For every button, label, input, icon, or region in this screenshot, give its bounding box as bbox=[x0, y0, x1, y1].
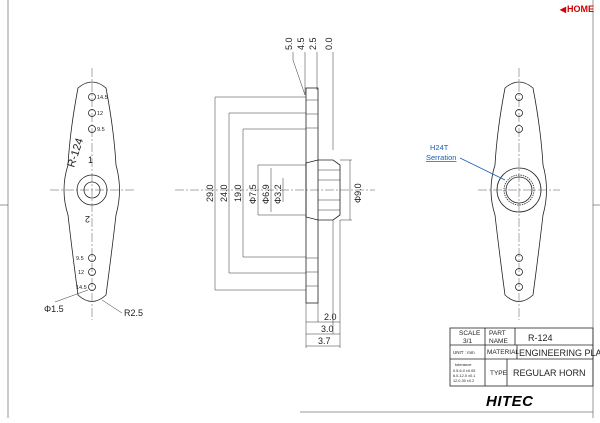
back-hole-bottom-2 bbox=[515, 268, 523, 276]
hole-label-top-1: 14.5 bbox=[97, 95, 108, 101]
serration-ring bbox=[503, 174, 535, 206]
hub-outer-circle bbox=[76, 174, 108, 206]
tolerance-line-1: 0.5-6.0 ±0.05 bbox=[453, 369, 475, 373]
title-block-frame bbox=[449, 327, 594, 387]
arm-profile bbox=[305, 87, 319, 304]
material-label: MATERIAL bbox=[487, 349, 519, 356]
dim-19: 19.0 bbox=[233, 184, 243, 202]
index-top: 1 bbox=[88, 155, 93, 165]
index-bottom: 2 bbox=[85, 214, 90, 224]
hub-profile bbox=[305, 159, 341, 221]
bottom-dim-2: 3.0 bbox=[321, 324, 334, 334]
bottom-dim-1: 2.0 bbox=[324, 312, 337, 322]
home-link[interactable]: ◀HOME bbox=[560, 4, 594, 14]
top-dim-2: 4.5 bbox=[296, 37, 306, 50]
hole-label-top-3: 9.5 bbox=[97, 127, 105, 133]
hub-inner-circle bbox=[83, 181, 101, 199]
horn-mark: R-124 bbox=[65, 137, 86, 169]
hole-bottom-3 bbox=[88, 283, 96, 291]
section-view: 5.0 4.5 2.5 0.0 bbox=[175, 37, 375, 348]
dim-75: Φ7.5 bbox=[248, 184, 258, 204]
hole-top-1 bbox=[88, 93, 96, 101]
hole-label-bottom-1: 9.5 bbox=[76, 256, 84, 262]
tolerance-line-2: 6.0-12.0 ±0.1 bbox=[453, 374, 475, 378]
hole-bottom-2 bbox=[88, 268, 96, 276]
callout-line-1: H24T bbox=[430, 143, 449, 152]
top-dim-4: 0.0 bbox=[324, 37, 334, 50]
back-hole-top-2 bbox=[515, 109, 523, 117]
bottom-dim-3: 3.7 bbox=[318, 336, 331, 346]
type-label: TYPE bbox=[490, 370, 508, 377]
part-label: PART bbox=[489, 330, 506, 337]
hole-label-top-2: 12 bbox=[97, 111, 103, 117]
tolerance-title: tolerance bbox=[455, 362, 472, 367]
radius-label: R2.5 bbox=[124, 308, 143, 318]
hole-label-bottom-2: 12 bbox=[78, 270, 84, 276]
horn-outline-back bbox=[490, 81, 547, 302]
hole-label-bottom-3: 14.5 bbox=[76, 285, 87, 291]
back-view: H24T Serration bbox=[426, 68, 560, 320]
hole-top-3 bbox=[88, 125, 96, 133]
dim-90: Φ9.0 bbox=[353, 183, 363, 203]
part-name: R-124 bbox=[528, 333, 553, 343]
unit-label: UNIT : mm bbox=[453, 350, 475, 355]
top-ext-diag bbox=[292, 59, 306, 96]
brand-logo: HITEC bbox=[486, 393, 534, 410]
back-hub-outer bbox=[496, 167, 542, 213]
hole-top-2 bbox=[88, 109, 96, 117]
back-hole-top-3 bbox=[515, 125, 523, 133]
hole-dia-leader bbox=[54, 289, 89, 303]
back-hole-bottom-3 bbox=[515, 283, 523, 291]
left-triangle-icon: ◀ bbox=[559, 5, 566, 14]
top-dim-1: 5.0 bbox=[284, 37, 294, 50]
scale-value: 3/1 bbox=[463, 338, 472, 345]
hole-dia-label: Φ1.5 bbox=[44, 304, 64, 314]
type-value: REGULAR HORN bbox=[513, 368, 586, 378]
home-label: HOME bbox=[567, 4, 594, 14]
title-block: SCALE 3/1 PART NAME R-124 UNIT : mm MATE… bbox=[449, 327, 600, 387]
top-dim-3: 2.5 bbox=[308, 37, 318, 50]
radius-leader bbox=[101, 299, 123, 314]
dim-24: 24.0 bbox=[219, 184, 229, 202]
serration-inner bbox=[505, 176, 533, 204]
material-value: ENGINEERING PLASTIC bbox=[519, 348, 600, 358]
name-label: NAME bbox=[489, 338, 508, 345]
callout-leader bbox=[459, 157, 506, 181]
back-hole-bottom-1 bbox=[515, 254, 523, 262]
back-hole-top-1 bbox=[515, 93, 523, 101]
dim-32: Φ3.2 bbox=[273, 184, 283, 204]
dim-69: Φ6.9 bbox=[261, 184, 271, 204]
dim-29: 29.0 bbox=[205, 184, 215, 202]
front-view: 14.5 12 9.5 9.5 12 14.5 R-124 1 2 Φ1.5 R… bbox=[44, 68, 143, 320]
scale-label: SCALE bbox=[459, 330, 481, 337]
horn-outline-front bbox=[63, 81, 120, 302]
hole-bottom-1 bbox=[88, 254, 96, 262]
tolerance-line-3: 12.0-30 ±0.2 bbox=[453, 379, 474, 383]
callout-line-2: Serration bbox=[426, 153, 456, 162]
